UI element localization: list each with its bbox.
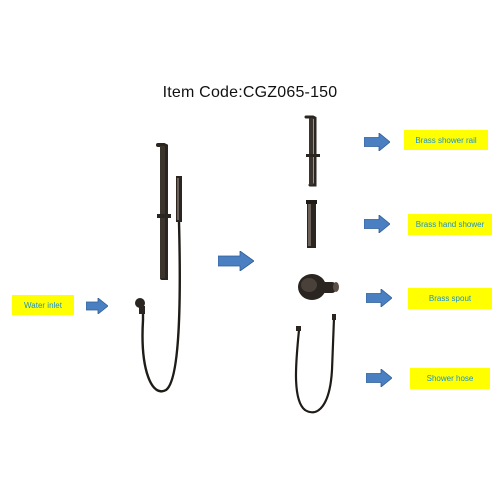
right-arrow-icon: [364, 133, 390, 151]
right-arrow-icon: [366, 369, 392, 387]
right-arrow-icon: [86, 298, 108, 314]
hand-shower-label: Brass hand shower: [408, 214, 492, 235]
shower-rail-label: Brass shower rail: [404, 130, 488, 150]
right-arrow-icon: [364, 215, 390, 233]
right-arrow-icon: [366, 289, 392, 307]
hose-label: Shower hose: [410, 368, 490, 389]
water-inlet-label: Water inlet: [12, 295, 74, 315]
right-arrow-icon: [218, 251, 254, 271]
spout-label: Brass spout: [408, 288, 492, 309]
item-code-title: Item Code:CGZ065-150: [162, 84, 338, 101]
